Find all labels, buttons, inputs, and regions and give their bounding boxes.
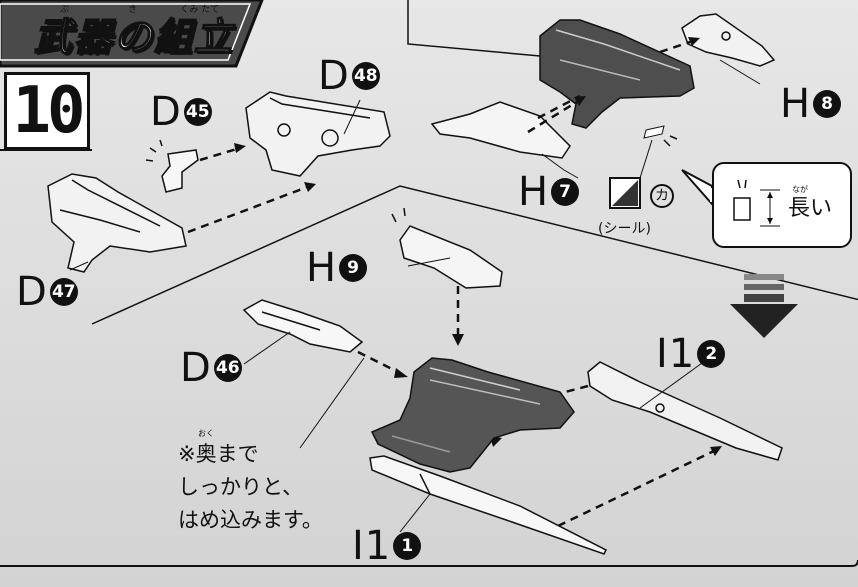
part-i11	[369, 455, 608, 555]
label-h8-letter: H	[780, 81, 812, 127]
label-d45: D 45	[150, 92, 212, 132]
part-i12	[587, 361, 783, 461]
label-d48: D 48	[318, 56, 380, 96]
assembly-note: おく ※奥まで しっかりと、 はめ込みます。	[178, 430, 323, 537]
sticker-caption: (シール)	[598, 221, 651, 237]
label-d46: D 46	[180, 348, 242, 388]
part-d48	[245, 91, 391, 177]
label-i12: I1 2	[656, 331, 726, 377]
part-main-gun	[370, 357, 575, 473]
step-number: 10	[12, 74, 85, 148]
label-d48-letter: D	[318, 53, 350, 99]
label-d45-num: 45	[183, 98, 212, 126]
banner-furigana-2: き	[128, 5, 138, 15]
part-d45	[145, 139, 199, 193]
length-indicator-icon	[733, 179, 780, 227]
banner-furigana-3: くみ たて	[180, 5, 220, 15]
label-i11-letter: I1	[352, 523, 392, 569]
label-h7: H 7	[518, 169, 580, 215]
note-line-1: ※奥まで	[178, 442, 259, 466]
part-h8	[681, 13, 776, 67]
sticker-mark: カ	[650, 184, 674, 208]
label-d47: D 47	[16, 272, 78, 312]
label-d47-num: 47	[49, 278, 78, 306]
label-d45-letter: D	[150, 89, 182, 135]
label-d46-num: 46	[213, 354, 242, 382]
part-d46	[242, 299, 364, 353]
part-h7	[430, 101, 571, 159]
note-line-2: しっかりと、	[178, 475, 304, 499]
banner-shape	[0, 0, 264, 68]
label-h9-num: 9	[339, 254, 368, 282]
label-h7-num: 7	[551, 178, 580, 206]
note-line-3: はめ込みます。	[178, 508, 323, 532]
part-h9	[391, 207, 503, 289]
label-i11: I1 1	[352, 523, 422, 569]
label-h8-num: 8	[813, 90, 842, 118]
part-d47	[47, 173, 187, 273]
label-d46-letter: D	[180, 345, 212, 391]
note-furigana: おく	[198, 429, 214, 438]
label-h9-letter: H	[306, 245, 338, 291]
label-i11-num: 1	[393, 532, 422, 560]
label-i12-num: 2	[697, 340, 726, 368]
step-number-box: 10	[4, 72, 90, 150]
label-i12-letter: I1	[656, 331, 696, 377]
banner-title: 武器の組立	[33, 14, 235, 60]
sticker-swatch	[609, 177, 641, 209]
label-h9: H 9	[306, 245, 368, 291]
label-d47-letter: D	[16, 269, 48, 315]
banner-furigana-1: ぶ	[60, 5, 70, 15]
label-h8: H 8	[780, 81, 842, 127]
part-upper-gun	[539, 19, 695, 129]
label-d48-num: 48	[351, 62, 380, 90]
length-callout: なが 長い	[712, 162, 852, 248]
callout-text: 長い	[788, 196, 833, 221]
label-h7-letter: H	[518, 169, 550, 215]
down-arrow-icon	[730, 274, 798, 338]
callout-furigana: なが	[792, 185, 808, 194]
